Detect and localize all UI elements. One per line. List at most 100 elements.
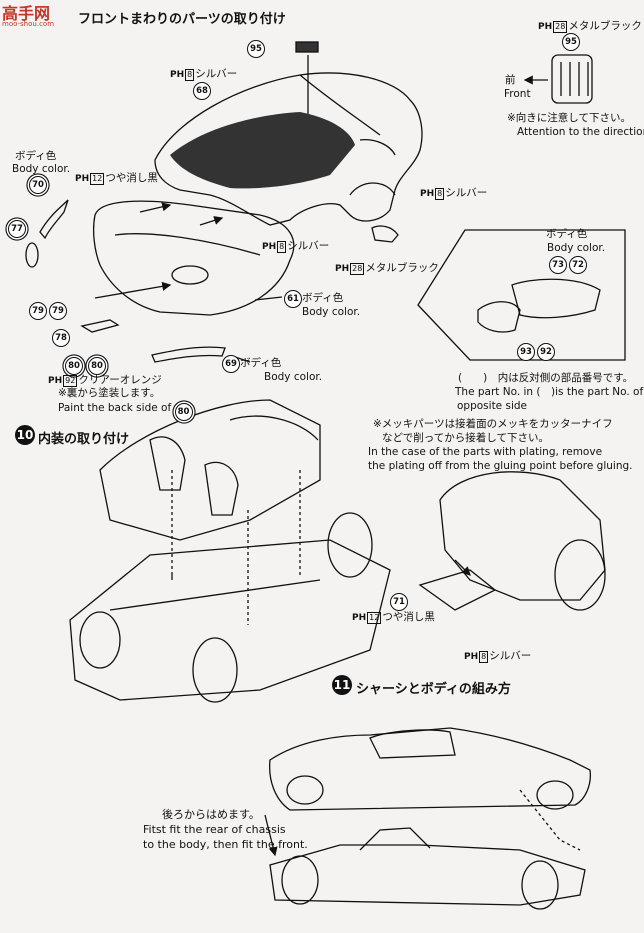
mirror-detail-box xyxy=(417,229,626,361)
part-number-80-opposite: 80 xyxy=(88,357,106,375)
part-number-79-opposite: 79 xyxy=(49,302,67,320)
front-label-jp: 前 xyxy=(505,74,516,86)
part-number-93: 93 xyxy=(517,343,535,361)
part-69 xyxy=(151,346,226,363)
chassis-floor xyxy=(69,539,391,701)
opposite-note-en-2: opposite side xyxy=(457,400,527,412)
interior-tub xyxy=(99,399,321,541)
part-number-73: 73 xyxy=(549,256,567,274)
opposite-note-en-1: The part No. in ( )is the part No. of th… xyxy=(455,386,644,398)
arrow-rear-first xyxy=(264,814,278,857)
chassis-mid xyxy=(109,579,321,611)
chassis-wheel-rr xyxy=(79,611,121,669)
backside-note-jp: ※裏から塗装します。 xyxy=(58,387,161,399)
plating-note-jp-1: ※メッキパーツは接着面のメッキをカッターナイフ xyxy=(373,418,613,430)
part-number-68: 68 xyxy=(193,82,211,100)
body-color-label-61-jp: ボディ色 xyxy=(302,292,344,304)
part-number-95-detail: 95 xyxy=(562,33,580,51)
chassis-wheel-front-side xyxy=(521,860,559,910)
side-mirror xyxy=(359,139,396,156)
body-wheel-front xyxy=(536,780,574,810)
headlight-hole xyxy=(171,265,209,285)
interior-seat-left xyxy=(149,436,186,491)
front-body-outline xyxy=(154,72,423,226)
front-bumper xyxy=(93,200,295,316)
arrow-bumper-2 xyxy=(199,216,224,226)
watermark-text: 高手网 xyxy=(2,4,51,23)
body-color-label-73-jp: ボディ色 xyxy=(546,228,588,240)
part-71-block xyxy=(418,569,497,611)
leader-61 xyxy=(254,296,283,301)
step11-title: シャーシとボディの組み方 xyxy=(356,682,511,697)
rear-first-note-en-1: Fitst fit the rear of chassis xyxy=(143,823,286,836)
body-wheel-rear xyxy=(286,775,324,805)
part-number-69: 69 xyxy=(222,355,240,373)
rear-first-note-en-2: to the body, then fit the front. xyxy=(143,838,308,851)
chassis-wheel-rear-side xyxy=(281,855,319,905)
interior-on-chassis xyxy=(359,827,431,851)
mirror-glass-93 xyxy=(477,301,521,333)
mirror-on-car xyxy=(371,225,399,243)
step11-number: 11 xyxy=(332,675,352,695)
plating-note-en-1: In the case of the parts with plating, r… xyxy=(368,446,603,458)
part-70 xyxy=(39,199,69,240)
arrow-parts-79 xyxy=(94,281,172,299)
body-color-label-73-en: Body color. xyxy=(547,242,606,254)
interior-seat-right xyxy=(204,461,239,516)
chassis-side xyxy=(269,844,586,906)
opposite-note-jp: ( ) 内は反対側の部品番号です。 xyxy=(458,372,634,384)
watermark-logo: 高手网 moo-shou.com xyxy=(0,0,74,30)
part-number-78: 78 xyxy=(52,329,70,347)
part-78 xyxy=(80,319,120,333)
part-number-95: 95 xyxy=(247,40,265,58)
direction-note-en: Attention to the direction. xyxy=(517,126,644,138)
arrow-bumper-1 xyxy=(139,202,172,213)
watermark-url: moo-shou.com xyxy=(2,20,55,28)
body-color-label-69-jp: ボディ色 xyxy=(240,357,282,369)
part-number-61: 61 xyxy=(284,290,302,308)
step10-title: 内装の取り付け xyxy=(38,432,130,447)
step9-title: フロントまわりのパーツの取り付け xyxy=(78,12,286,27)
mirror-part-73 xyxy=(511,278,601,319)
fender-arc xyxy=(349,182,396,196)
rear-wheel-detail xyxy=(554,539,606,611)
part-95-vent xyxy=(295,41,319,53)
chassis-wheel-rl xyxy=(192,637,238,703)
direction-note-jp: ※向きに注意して下さい。 xyxy=(507,112,631,124)
plating-note-en-2: the plating off from the gluing point be… xyxy=(368,460,633,472)
part-number-72: 72 xyxy=(569,256,587,274)
chassis-wheel-fl xyxy=(327,512,373,578)
windshield-line xyxy=(299,74,381,136)
part-number-80: 80 xyxy=(65,357,83,375)
bumper-inner xyxy=(114,233,261,256)
body-color-label-70-jp: ボディ色 xyxy=(15,150,57,162)
hood-dark xyxy=(170,112,355,189)
body-window xyxy=(369,729,456,759)
dashboard xyxy=(229,415,319,441)
part-number-79: 79 xyxy=(29,302,47,320)
rear-chassis-detail xyxy=(439,471,606,601)
part-number-71: 71 xyxy=(390,593,408,611)
body-color-label-61-en: Body color. xyxy=(302,306,361,318)
part-77 xyxy=(25,242,39,268)
part-number-92: 92 xyxy=(537,343,555,361)
part-number-70: 70 xyxy=(29,176,47,194)
rear-first-note-jp: 後ろからはめます。 xyxy=(162,808,260,821)
body-shell-side xyxy=(269,727,591,811)
arrow-71 xyxy=(454,559,471,576)
step10-number: 10 xyxy=(15,425,35,445)
part-number-77: 77 xyxy=(8,220,26,238)
plating-note-jp-2: などで削ってから接着して下さい。 xyxy=(382,432,549,444)
backside-note-en: Paint the back side of 80 xyxy=(58,400,193,421)
body-color-label-70-en: Body color. xyxy=(12,163,71,175)
